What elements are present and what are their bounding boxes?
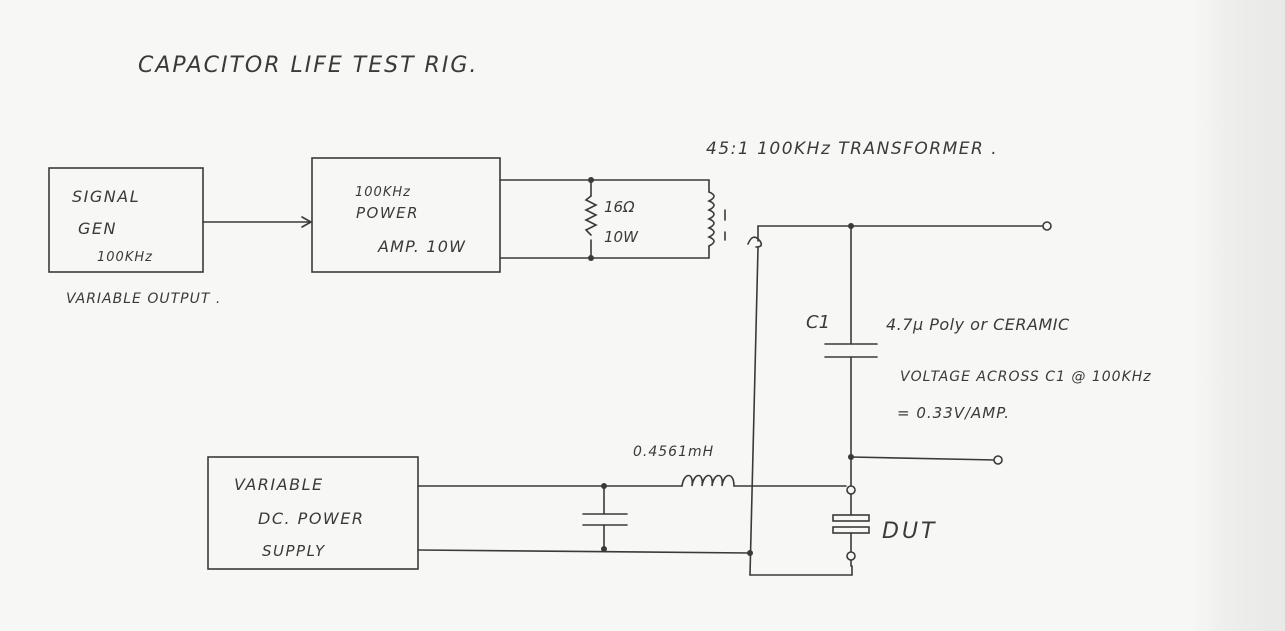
diagram-title: CAPACITOR LIFE TEST RIG. xyxy=(138,53,478,78)
dc-feed-wiring xyxy=(417,483,847,556)
power-amp-line3: AMP. 10W xyxy=(377,237,466,256)
transformer-label: 45:1 100KHz TRANSFORMER . xyxy=(706,139,998,159)
load-resistor-power: 10W xyxy=(604,228,639,246)
capacitor-c1-note-line1: VOLTAGE ACROSS C1 @ 100KHz xyxy=(900,369,1152,385)
scan-edge-shading xyxy=(1190,0,1285,631)
dc-supply-line1: VARIABLE xyxy=(234,475,324,494)
capacitor-c1-label: C1 xyxy=(806,312,830,333)
capacitor-c1-symbol xyxy=(824,343,878,358)
signal-gen-line1: SIGNAL xyxy=(72,187,140,206)
amp-output-wiring xyxy=(499,177,710,261)
transformer-primary-coil xyxy=(707,191,715,247)
dc-supply-line2: DC. POWER xyxy=(258,509,364,528)
signal-gen-line3: 100KHz xyxy=(97,250,153,265)
dc-supply-block: VARIABLE DC. POWER SUPPLY xyxy=(207,456,419,570)
power-amp-line1: 100KHz xyxy=(355,185,411,200)
signal-gen-note: VARIABLE OUTPUT . xyxy=(66,291,221,307)
load-resistor-symbol xyxy=(584,195,598,236)
capacitor-c1-note-line2: = 0.33V/AMP. xyxy=(897,404,1010,422)
power-amp-line2: POWER xyxy=(356,204,419,222)
transformer-secondary-loop xyxy=(747,236,763,248)
filter-capacitor-symbol xyxy=(582,513,628,526)
inductor-symbol xyxy=(681,474,735,487)
signal-gen-line2: GEN xyxy=(78,219,117,238)
power-amp-block: 100KHz POWER AMP. 10W xyxy=(311,157,501,273)
dut-label: DUT xyxy=(882,519,937,544)
load-resistor-value: 16Ω xyxy=(604,198,635,216)
signal-generator-block: SIGNAL GEN 100KHz xyxy=(48,167,204,273)
output-terminal-measure xyxy=(993,455,1003,465)
dut-capacitor-symbol xyxy=(832,485,870,567)
output-network-wiring xyxy=(749,223,1046,576)
inductor-value: 0.4561mH xyxy=(633,444,714,460)
output-terminal-top xyxy=(1042,221,1052,231)
dc-supply-line3: SUPPLY xyxy=(262,542,326,560)
signal-arrow xyxy=(301,216,313,228)
capacitor-c1-spec: 4.7μ Poly or CERAMIC xyxy=(886,315,1070,334)
